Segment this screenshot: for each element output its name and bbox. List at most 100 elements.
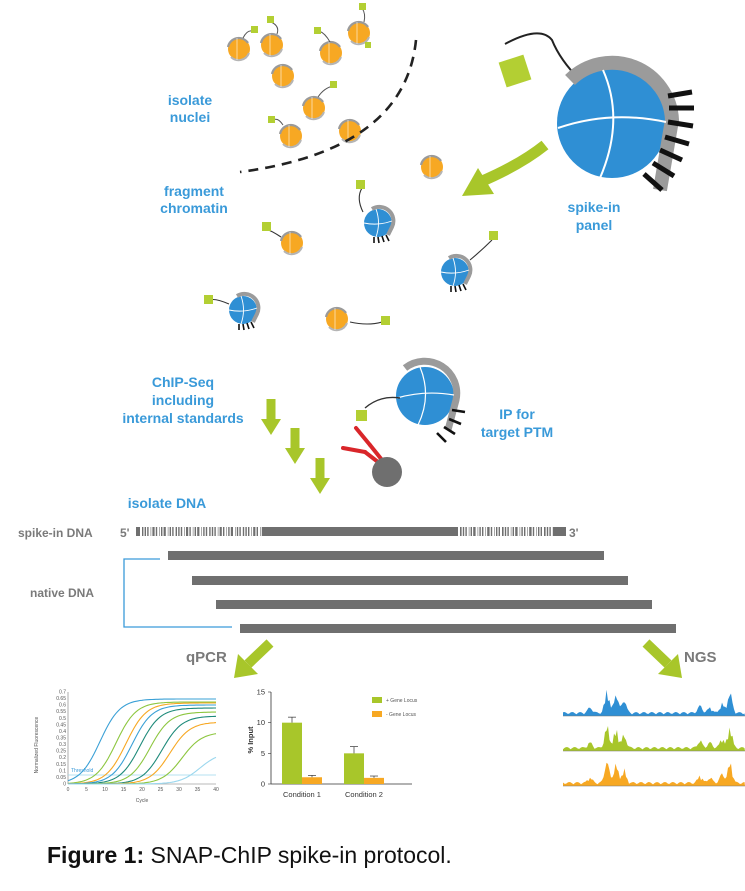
ngs-coverage-track [563,726,745,751]
barcode-tick [168,527,170,536]
barcode-tick [249,527,252,536]
label-spike-in-dna: spike-in DNA [18,526,93,540]
barcode-tick [525,527,528,536]
barcode-tick [252,527,254,536]
barcode-tick [472,527,474,536]
qpcr-xtick: 10 [102,787,108,793]
qpcr-ytick: 0 [63,782,66,788]
barcode-tick [227,527,229,536]
label-line: isolate [168,92,213,108]
qpcr-xtick: 40 [213,787,219,793]
caption-text: SNAP-ChIP spike-in protocol. [144,842,452,868]
qpcr-amplification-plot: Normalized Fluorescence 0.70.650.60.550.… [34,690,219,805]
qpcr-xtick: 25 [158,787,164,793]
barcode-tick [184,527,186,536]
label-line: chromatin [160,200,228,216]
barcode-tick [255,527,257,536]
qpcr-ytick: 0.5 [59,716,66,722]
barcode-tick [190,527,193,536]
amplification-curve [67,698,216,782]
barcode-tick [162,527,164,536]
qpcr-xtick: 0 [67,787,70,793]
bar-ytick: 0 [261,780,265,789]
label-three-prime: 3' [569,526,579,540]
qpcr-ytick: 0.6 [59,703,66,709]
label-line: nuclei [170,109,210,125]
amplification-curve [67,701,216,784]
label-spike-in-panel: spike-in panel [568,199,621,233]
barcode-tick [151,527,153,536]
bar [282,722,302,784]
barcode-tick [503,527,505,536]
barcode-tick [466,527,469,536]
ngs-tracks [563,689,745,787]
barcode-tick [221,527,223,536]
barcode-tick [539,527,541,536]
barcode-tick [143,527,145,536]
qpcr-ytick: 0.65 [56,696,66,702]
qpcr-ytick: 0.7 [59,690,66,696]
barcode-tick [238,527,240,536]
bar-ylabel: % Input [246,726,255,754]
ngs-coverage-track [563,689,745,716]
qpcr-ytick: 0.4 [59,729,66,735]
label-chip-seq: ChIP-Seq including internal standards [122,374,244,426]
spike-in-arrow [462,140,549,196]
bar-ytick: 15 [257,688,265,697]
barcode-tick [173,527,176,536]
barcode-tick [182,527,185,536]
barcode-tick [461,527,463,536]
barcode-tick [497,527,499,536]
qpcr-ytick: 0.25 [56,749,66,755]
qpcr-ylabel: Normalized Fluorescence [34,716,40,773]
label-five-prime: 5' [120,526,130,540]
qpcr-xlabel: Cycle [136,798,149,804]
barcode-tick [193,527,195,536]
qpcr-xtick: 15 [121,787,127,793]
barcode-tick [522,527,524,536]
barcode-tick [202,527,204,536]
legend-label: + Gene Locus [386,698,418,704]
barcode-tick [215,527,218,536]
amplification-curve [68,756,217,785]
qpcr-arrow [234,639,274,678]
qpcr-ytick: 0.55 [56,709,66,715]
ngs-coverage-track [563,762,745,786]
bar [344,753,364,784]
label-isolate-dna: isolate DNA [128,495,207,511]
label-line: panel [576,217,613,233]
barcode-tick [534,527,537,536]
barcode-tick [520,527,522,536]
barcode-tick [489,527,491,536]
barcode-tick [458,527,460,536]
barcode-tick [536,527,538,536]
spike-in-nucleosome-large [498,32,694,192]
barcode-tick [146,527,148,536]
native-dna-reads [168,551,676,633]
barcode-tick [464,527,466,536]
barcode-tick [508,527,511,536]
barcode-tick [157,527,160,536]
barcode-tick [486,527,488,536]
ip-complex [341,357,466,487]
barcode-tick [179,527,181,536]
barcode-tick [531,527,533,536]
legend-label: - Gene Locus [386,712,417,718]
qpcr-ytick: 0.1 [59,768,66,774]
barcode-tick [204,527,206,536]
barcode-tick [517,527,520,536]
barcode-tick [548,527,550,536]
barcode-tick [542,527,544,536]
barcode-tick [188,527,190,536]
label-line: target PTM [481,424,553,440]
barcode-tick [148,527,151,536]
barcode-tick [213,527,215,536]
barcode-tick [154,527,156,536]
qpcr-xtick: 20 [139,787,145,793]
barcode-tick [511,527,513,536]
barcode-tick [500,527,502,536]
barcode-tick [210,527,212,536]
label-isolate-nuclei: isolate nuclei [168,92,213,125]
qpcr-ytick: 0.45 [56,722,66,728]
legend-swatch [372,697,382,703]
